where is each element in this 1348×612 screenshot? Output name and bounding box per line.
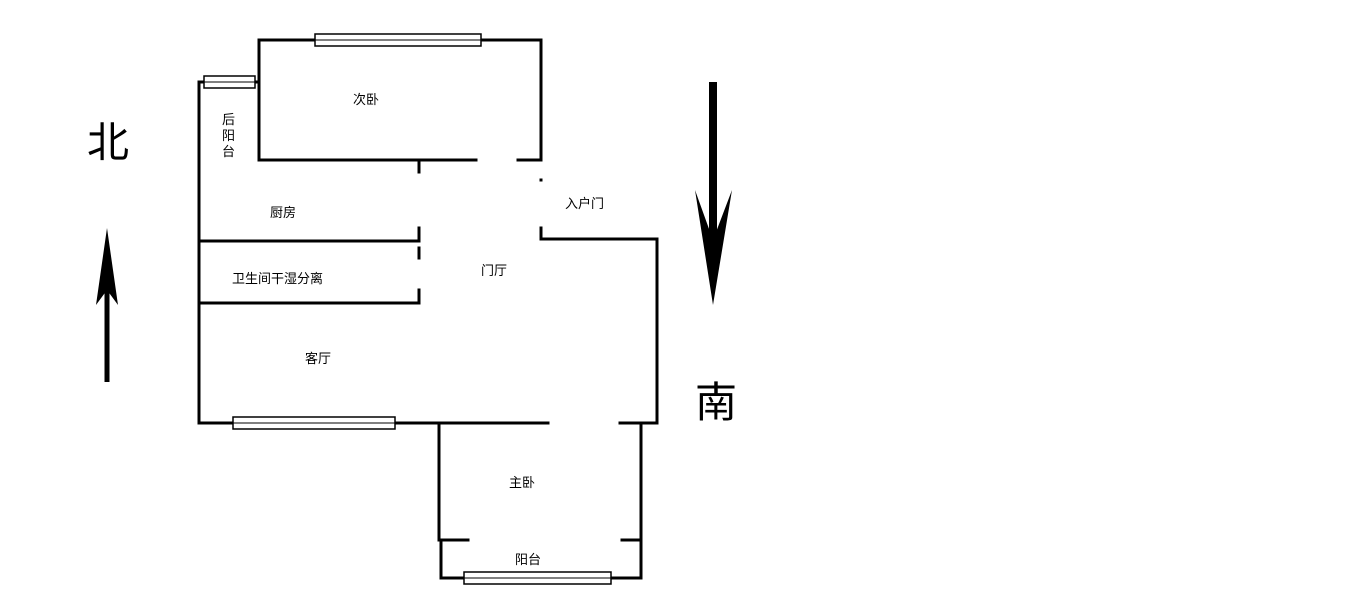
room-label-master-bedroom: 主卧 [509,476,535,491]
room-label-kitchen: 厨房 [270,205,296,221]
room-label-back-balcony: 后 阳 台 [222,113,239,160]
room-label-foyer: 门厅 [481,264,507,279]
room-label-entry-door: 入户门 [565,196,604,212]
walls [197,38,659,580]
south-arrow-icon [695,82,732,305]
window-living-room [232,416,396,430]
window-balcony [463,571,612,585]
window-back-balcony [203,75,256,89]
room-label-balcony: 阳台 [515,553,541,568]
room-label-bathroom: 卫生间干湿分离 [232,271,323,287]
room-label-living-room: 客厅 [305,351,331,367]
north-arrow-icon [96,228,118,382]
south-label: 南 [695,378,737,427]
north-label: 北 [87,118,129,167]
room-label-second-bedroom: 次卧 [353,92,379,108]
window-second-bedroom [314,33,482,47]
windows [203,33,612,585]
